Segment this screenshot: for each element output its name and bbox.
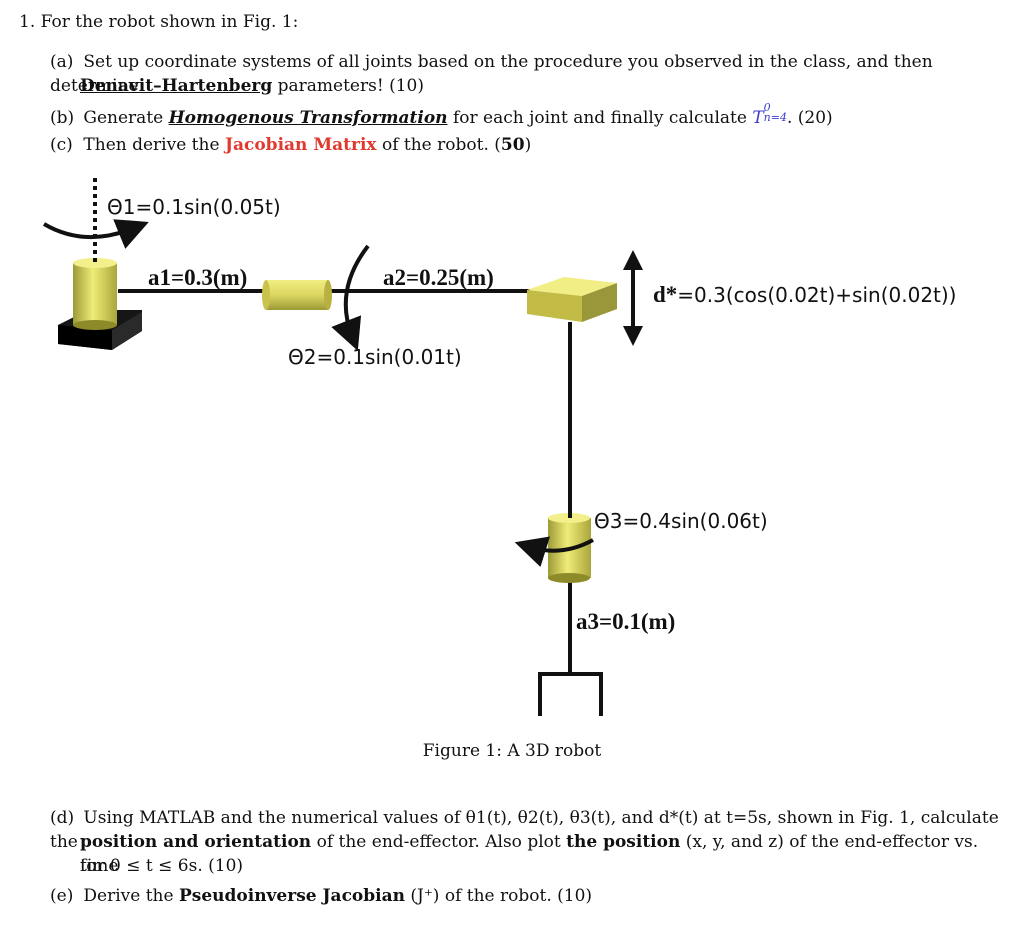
- a1-label: a1=0.3(m): [148, 265, 247, 290]
- part-e-post: (J⁺) of the robot. (10): [410, 886, 593, 906]
- d-star-label: d*=0.3(cos(0.02t)+sin(0.02t)): [653, 282, 957, 307]
- part-d: (d) Using MATLAB and the numerical value…: [50, 806, 1010, 854]
- question-intro-text: For the robot shown in Fig. 1:: [40, 12, 299, 32]
- part-e-pre: Derive the: [83, 886, 174, 906]
- part-c-pre: Then derive the: [83, 135, 220, 155]
- part-b-pre: Generate: [83, 108, 164, 128]
- prismatic-joint-block: [527, 277, 617, 322]
- theta2-rotation-arrow: [331, 244, 370, 351]
- pseudoinverse-term: Pseudoinverse Jacobian: [178, 886, 405, 906]
- question-intro: 1. For the robot shown in Fig. 1:: [19, 10, 298, 34]
- d-star-arrow-down-icon: [623, 326, 643, 346]
- a2-label: a2=0.25(m): [383, 265, 494, 290]
- jacobian-term: Jacobian Matrix: [224, 135, 377, 155]
- theta3-rotation-arrow: [514, 536, 594, 568]
- part-d-mid: of the end-effector. Also plot: [316, 832, 561, 852]
- part-d-line1: Using MATLAB and the numerical values of…: [50, 808, 999, 852]
- part-a-text: Set up coordinate systems of all joints …: [50, 52, 933, 96]
- figure-caption: Figure 1: A 3D robot: [422, 741, 602, 761]
- part-c: (c) Then derive the Jacobian Matrix of t…: [50, 133, 531, 157]
- d-star-arrow-up-icon: [623, 250, 643, 270]
- part-c-label: (c): [50, 135, 73, 155]
- dh-term: Denavit–Hartenberg: [80, 76, 273, 96]
- part-a: (a) Set up coordinate systems of all joi…: [50, 50, 990, 98]
- part-d-post: (x, y, and z) of the end-effector vs. ti…: [80, 832, 979, 876]
- the-position-term: the position: [566, 832, 681, 852]
- part-b-post: . (20): [786, 108, 833, 128]
- theta1-rotation-arrow: [42, 219, 149, 249]
- part-b-label: (b): [50, 108, 75, 128]
- part-b: (b) Generate Homogenous Transformation f…: [50, 101, 833, 130]
- part-d-label: (d): [50, 808, 75, 828]
- theta3-label: Θ3=0.4sin(0.06t): [594, 509, 768, 533]
- gripper: [538, 672, 603, 716]
- part-d-line3: for 0 ≤ t ≤ 6s. (10): [80, 856, 244, 876]
- part-d-line2: position and orientation of the end-effe…: [80, 830, 1010, 878]
- position-orientation-term: position and orientation: [80, 832, 312, 852]
- theta2-label: Θ2=0.1sin(0.01t): [288, 345, 462, 369]
- a3-label: a3=0.1(m): [576, 609, 675, 634]
- part-a-points: parameters! (10): [277, 76, 424, 96]
- part-b-mid: for each joint and finally calculate: [452, 108, 747, 128]
- joint-2-cylinder: [262, 280, 332, 310]
- theta1-label: Θ1=0.1sin(0.05t): [107, 195, 281, 219]
- joint-1-cylinder: [73, 258, 117, 330]
- part-a-line2: Denavit–Hartenberg parameters! (10): [80, 74, 424, 98]
- homogenous-term: Homogenous Transformation: [168, 108, 448, 128]
- part-e: (e) Derive the Pseudoinverse Jacobian (J…: [50, 884, 592, 908]
- part-c-mid: of the robot. (: [381, 135, 501, 155]
- part-c-post: ): [524, 135, 532, 155]
- question-number: 1.: [19, 12, 36, 32]
- part-e-label: (e): [50, 886, 74, 906]
- part-c-points: 50: [500, 135, 525, 155]
- part-a-label: (a): [50, 52, 74, 72]
